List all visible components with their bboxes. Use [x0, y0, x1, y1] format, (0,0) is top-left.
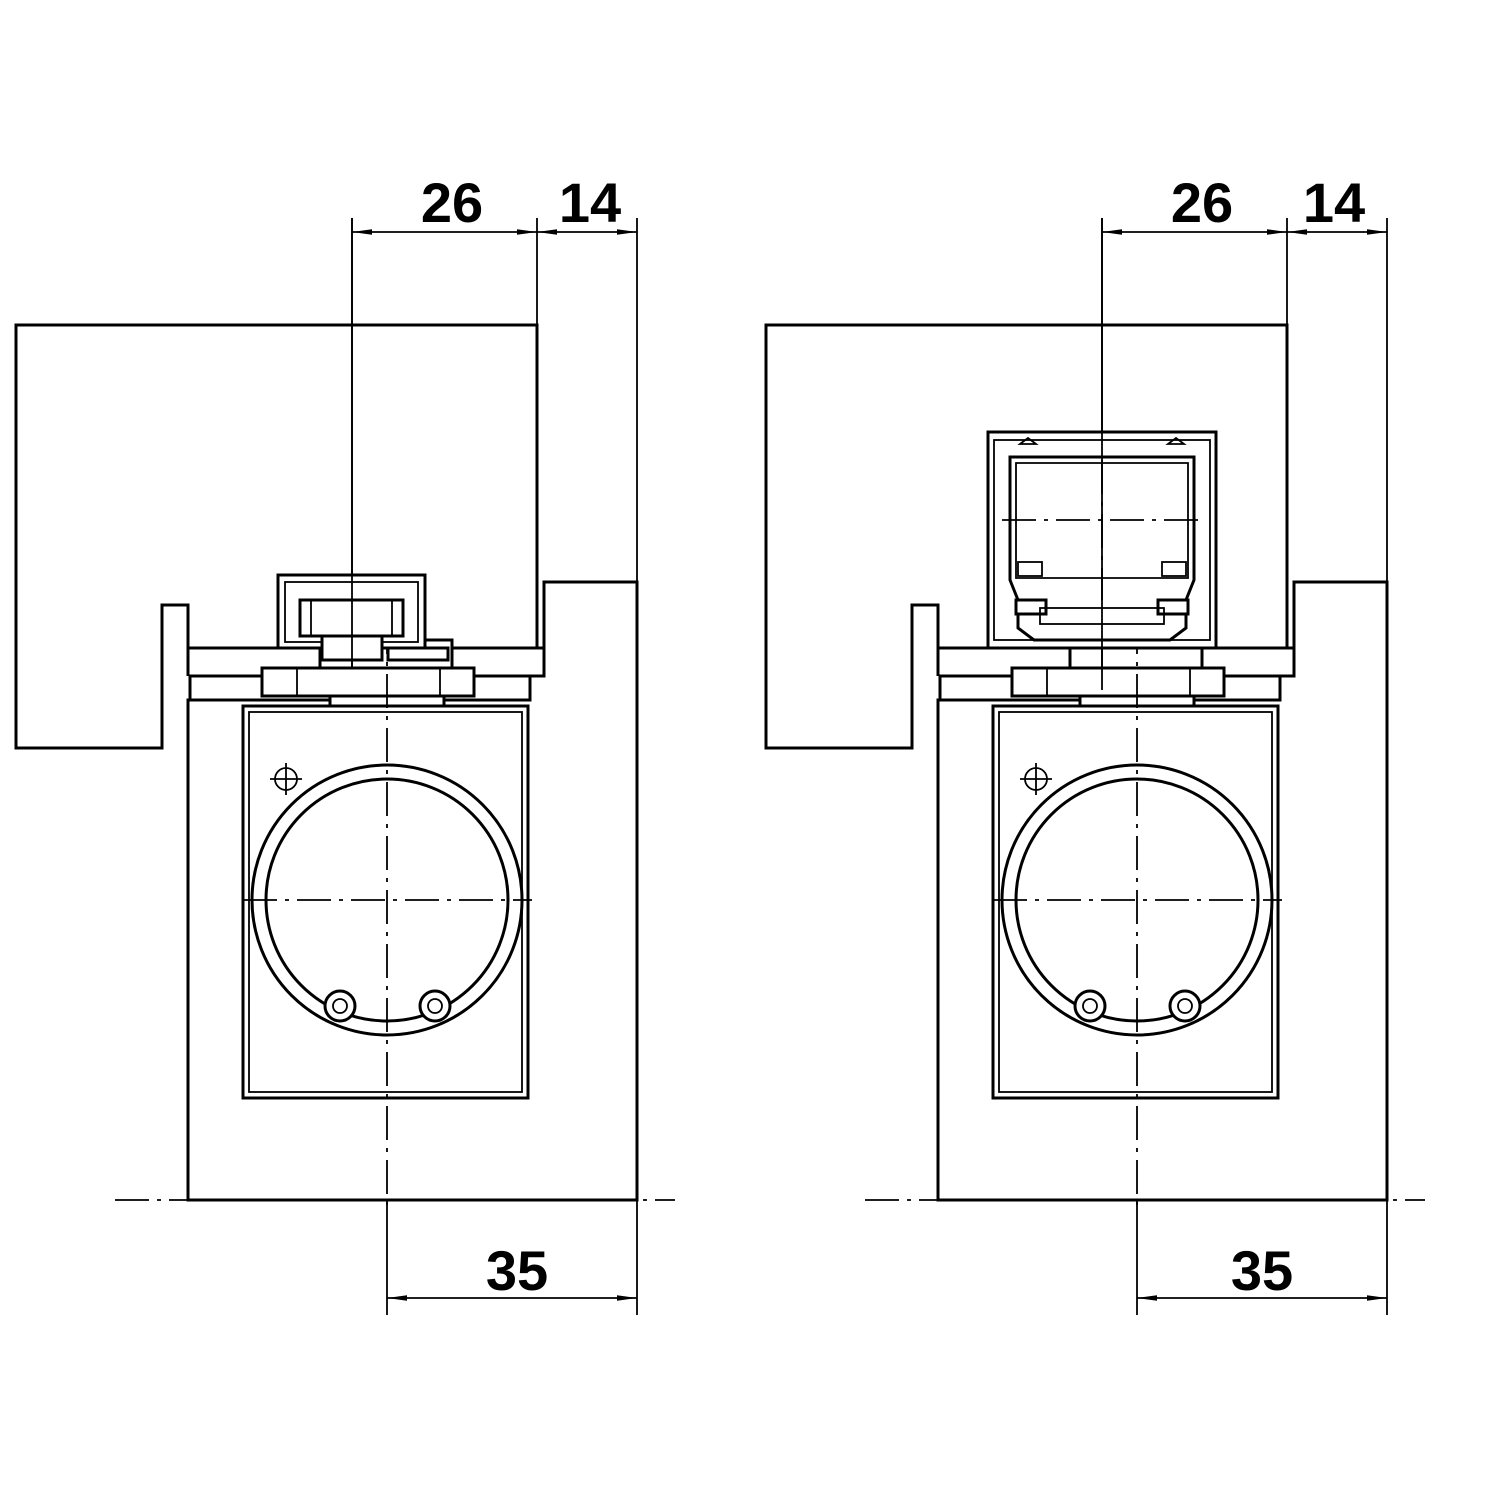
dimension-35-left: 35 [486, 1239, 548, 1302]
dimension-26-left: 26 [421, 171, 483, 234]
dimension-14-left: 14 [559, 171, 621, 234]
left-view: 26 14 35 [16, 171, 675, 1315]
dimension-26-right: 26 [1171, 171, 1233, 234]
dimension-14-right: 14 [1303, 171, 1365, 234]
right-view: 26 14 35 [766, 171, 1425, 1315]
dimension-35-right: 35 [1231, 1239, 1293, 1302]
